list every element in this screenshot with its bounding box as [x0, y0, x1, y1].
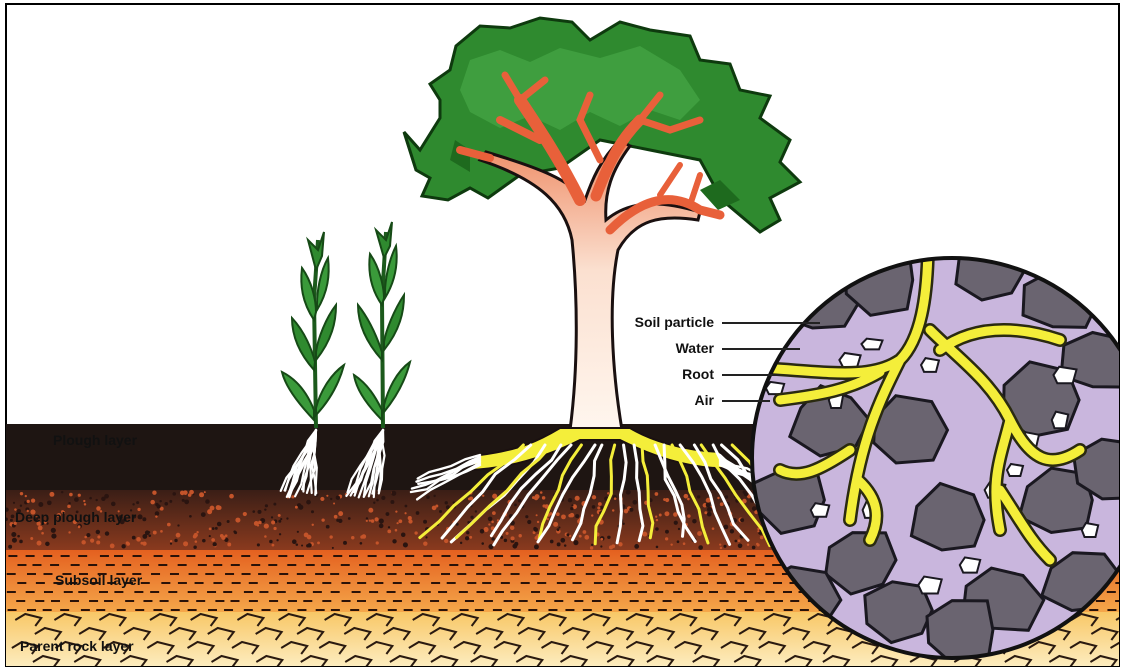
subsoil-layer-label: Subsoil layer [55, 572, 142, 588]
parent-rock-layer-label: Parent rock layer [20, 638, 134, 654]
plough-layer-label: Plough layer [53, 432, 137, 448]
air-label: Air [695, 392, 714, 408]
deep-plough-layer-label: Deep plough layer [15, 509, 136, 525]
water-label: Water [676, 340, 714, 356]
soil-particle-label: Soil particle [635, 314, 714, 330]
root-label: Root [682, 366, 714, 382]
